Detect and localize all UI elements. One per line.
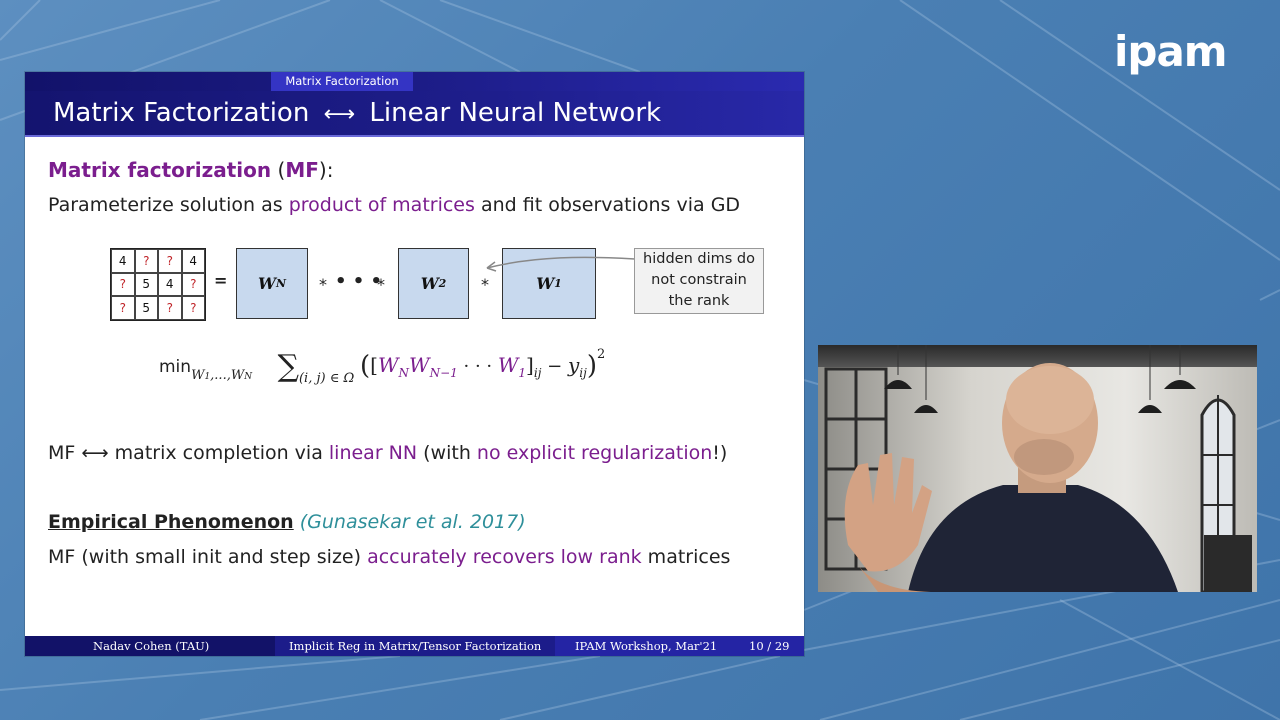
formula-min: min xyxy=(159,357,192,377)
param-line-end: and fit observations via GD xyxy=(474,194,741,216)
wn-sub: N xyxy=(275,277,287,290)
matrix-cell: ? xyxy=(158,296,182,320)
presenter-webcam xyxy=(818,345,1257,592)
callout-line: not constrain xyxy=(651,272,747,288)
title-right: Linear Neural Network xyxy=(369,98,662,128)
empirical-line: MF (with small init and step size) accur… xyxy=(48,546,730,568)
formula-min-sub: W xyxy=(191,368,205,383)
w1-sub: 1 xyxy=(554,277,562,290)
formula-ij: ij xyxy=(533,366,542,380)
hidden-dims-callout: hidden dims do not constrain the rank xyxy=(634,248,764,314)
formula-sum-sub: (i, j) ∈ Ω xyxy=(298,371,355,386)
empirical-heading: Empirical Phenomenon (Gunasekar et al. 2… xyxy=(48,511,526,533)
formula-dots: · · · xyxy=(457,356,498,377)
slide-title: Matrix Factorization ⟷ Linear Neural Net… xyxy=(53,97,661,131)
formula-wn: W xyxy=(377,353,399,377)
formula-y-sub: ij xyxy=(579,366,587,380)
w2-main: W xyxy=(420,274,439,293)
mf-line-end: !) xyxy=(712,442,728,464)
matrix-cell: ? xyxy=(181,296,205,320)
matrix-cell: 4 xyxy=(158,272,182,297)
webcam-scene xyxy=(818,345,1257,592)
empirical-line-end: matrices xyxy=(641,546,731,568)
mf-line-noreg: no explicit regularization xyxy=(476,442,713,464)
mf-line-mid: matrix completion via xyxy=(108,442,329,464)
matrix-cell: ? xyxy=(111,296,135,320)
ipam-logo: ipam xyxy=(1114,27,1228,76)
callout-arrow-icon xyxy=(486,256,636,272)
formula-y: y xyxy=(567,353,580,377)
presentation-slide: Matrix Factorization Matrix Factorizatio… xyxy=(25,72,804,656)
ellipsis-dots: • • • xyxy=(335,271,383,292)
equals-sign: = xyxy=(214,271,228,290)
footer-page-number: 10 / 29 xyxy=(749,639,790,653)
mf-equivalence-line: MF ⟷ matrix completion via linear NN (wi… xyxy=(48,442,727,464)
matrix-cell: ? xyxy=(158,249,182,273)
callout-line: hidden dims do xyxy=(643,251,755,267)
mf-heading-abbrev: MF xyxy=(285,158,319,182)
multiply-star-1: * xyxy=(319,275,327,294)
formula-close-paren: ) xyxy=(586,351,597,381)
w1-main: W xyxy=(536,274,555,293)
footer-title: Implicit Reg in Matrix/Tensor Factorizat… xyxy=(289,639,542,653)
multiply-star-2: * xyxy=(377,275,385,294)
mf-line-arrow: ⟷ xyxy=(81,442,109,464)
formula-wn-sub: N xyxy=(398,366,410,380)
mf-line-linear: linear NN xyxy=(328,442,418,464)
ipam-logo-text: ipam xyxy=(1114,27,1228,76)
matrix-cell: 5 xyxy=(134,272,158,297)
formula-min-sub-1: 1 xyxy=(204,372,211,382)
matrix-cell: ? xyxy=(134,249,158,273)
section-bar xyxy=(25,72,804,91)
formula-minus: − xyxy=(541,356,568,377)
formula-exponent: 2 xyxy=(596,347,606,362)
formula-min-sub-dots: ,..., xyxy=(210,368,231,383)
param-line-highlight: product of matrices xyxy=(288,194,475,216)
callout-line: the rank xyxy=(668,293,730,309)
mf-line-start: MF xyxy=(48,442,82,464)
formula-w1-sub: 1 xyxy=(518,366,527,380)
wn-main: W xyxy=(257,274,276,293)
footer-title-seg: Implicit Reg in Matrix/Tensor Factorizat… xyxy=(275,636,555,656)
formula-wn1: W xyxy=(409,353,430,377)
footer-event: IPAM Workshop, Mar'21 xyxy=(575,639,718,653)
formula-min-sub-w: W xyxy=(230,368,245,383)
empirical-heading-text: Empirical Phenomenon xyxy=(48,511,294,533)
mf-heading: Matrix factorization (MF): xyxy=(48,158,333,182)
matrix-cell: ? xyxy=(111,272,135,297)
empirical-line-highlight: accurately recovers low rank xyxy=(367,546,642,568)
mf-heading-bold: Matrix factorization xyxy=(48,158,272,182)
formula-min-sub-n: N xyxy=(244,372,253,382)
objective-formula: minW1,...,WN ∑(i, j) ∈ Ω ([WNWN−1 · · · … xyxy=(159,347,606,386)
footer-event-seg: IPAM Workshop, Mar'21 10 / 29 xyxy=(555,636,804,656)
slide-footer: Nadav Cohen (TAU) Implicit Reg in Matrix… xyxy=(25,636,804,656)
matrix-cell: 5 xyxy=(134,296,158,320)
matrix-cell: 4 xyxy=(111,249,135,273)
param-line: Parameterize solution as product of matr… xyxy=(48,194,740,216)
mf-line-with: (with xyxy=(417,442,477,464)
footer-author-seg: Nadav Cohen (TAU) xyxy=(25,636,275,656)
formula-wn1-sub: N−1 xyxy=(429,366,458,380)
formula-sum: ∑ xyxy=(277,349,299,384)
footer-author: Nadav Cohen (TAU) xyxy=(93,639,210,653)
title-arrow: ⟷ xyxy=(323,102,356,127)
empirical-citation: (Gunasekar et al. 2017) xyxy=(299,511,526,533)
mf-heading-close: ): xyxy=(318,158,334,182)
section-tab: Matrix Factorization xyxy=(271,72,413,91)
multiply-star-3: * xyxy=(481,275,489,294)
formula-w1: W xyxy=(497,353,519,377)
empirical-line-start: MF (with small init and step size) xyxy=(48,546,368,568)
title-left: Matrix Factorization xyxy=(53,98,310,128)
w2-sub: 2 xyxy=(438,277,447,290)
observed-matrix: 4 ? ? 4 ? 5 4 ? ? 5 ? ? xyxy=(110,248,206,321)
title-bar: Matrix Factorization ⟷ Linear Neural Net… xyxy=(25,91,804,137)
matrix-cell: ? xyxy=(181,272,205,297)
param-line-start: Parameterize solution as xyxy=(48,194,289,216)
mf-heading-open: ( xyxy=(271,158,286,182)
matrix-cell: 4 xyxy=(181,249,205,273)
formula-close-bracket: ] xyxy=(526,353,534,377)
